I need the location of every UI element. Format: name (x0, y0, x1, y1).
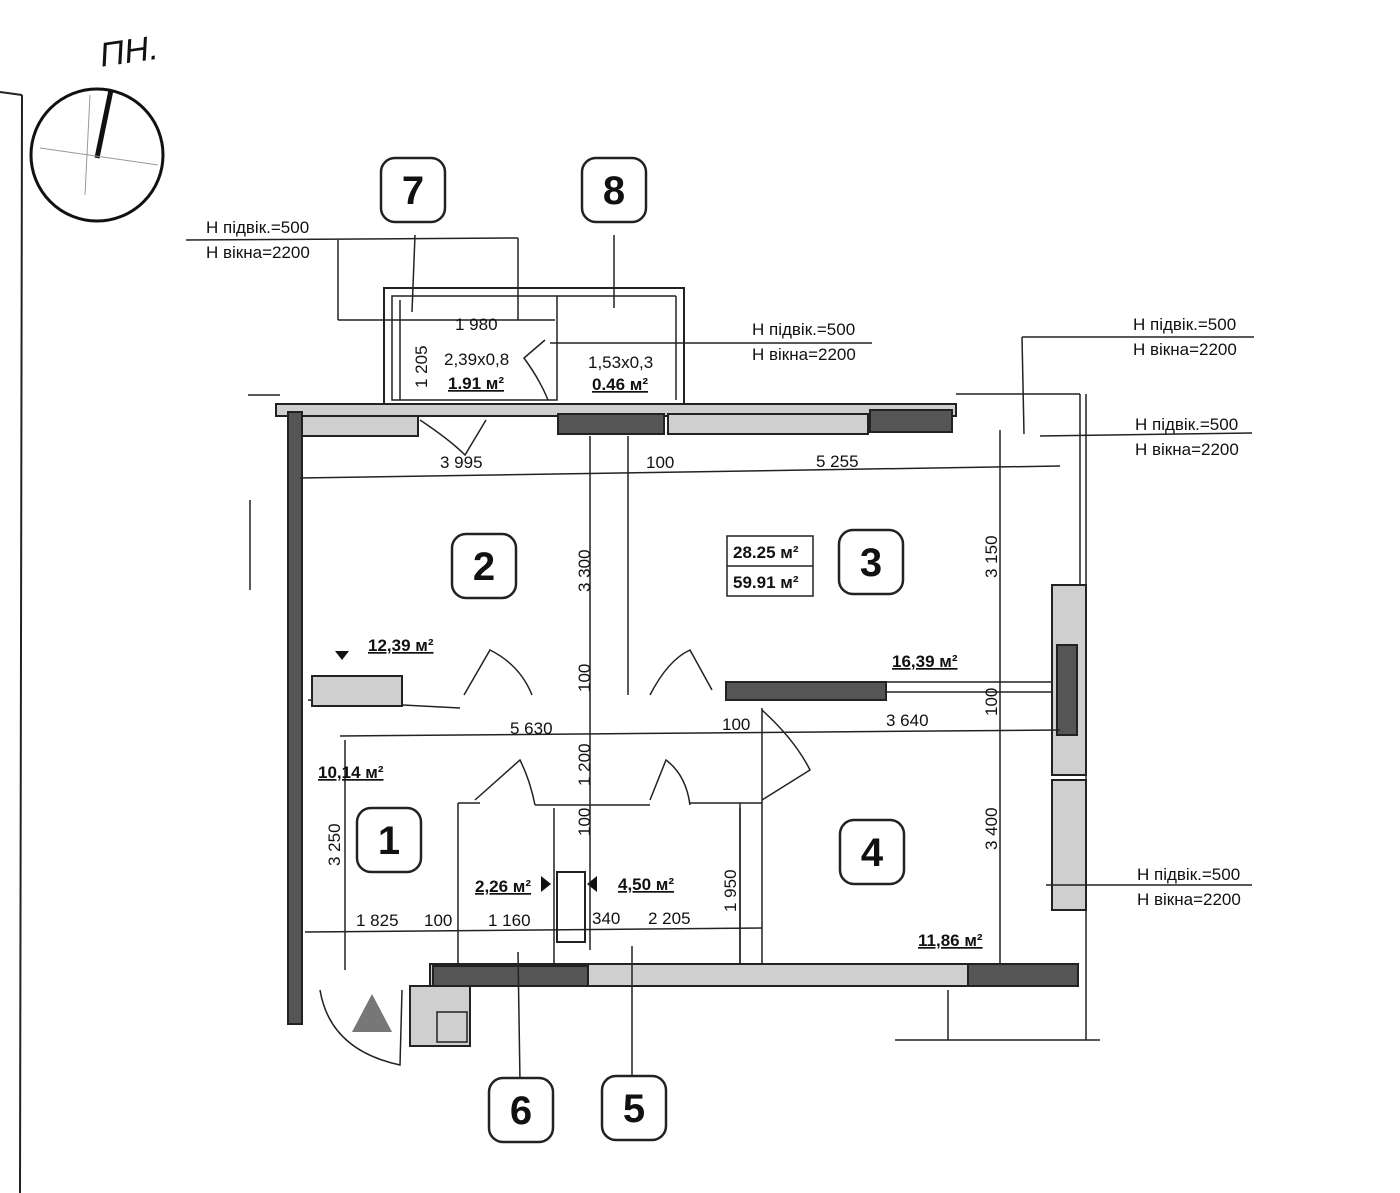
dim-1160: 1 160 (488, 911, 531, 930)
note-leaders (185, 234, 1254, 1083)
interior-walls (307, 436, 1052, 1043)
sill-height-label: Н підвік.=500 (752, 320, 855, 339)
room-number: 5 (623, 1087, 645, 1131)
sill-height-label: Н підвік.=500 (206, 218, 309, 237)
dim-3150: 3 150 (982, 535, 1001, 578)
totals-box: 28.25 м² 59.91 м² (726, 535, 814, 597)
window-note-4: Н підвік.=500 Н вікна=2200 (1135, 415, 1239, 459)
dim-340: 340 (592, 909, 620, 928)
room-badge-2: 2 (450, 532, 518, 600)
dim-100: 100 (722, 715, 750, 734)
sill-height-label: Н підвік.=500 (1137, 865, 1240, 884)
sill-height-label: Н підвік.=500 (1135, 415, 1238, 434)
room-badge-4: 4 (838, 818, 906, 886)
apartment-area-total: 59.91 м² (733, 573, 799, 592)
dim-1950: 1 950 (721, 869, 740, 912)
compass-label: ПН. (97, 29, 160, 75)
window-height-label: Н вікна=2200 (1135, 440, 1239, 459)
dim-100: 100 (575, 664, 594, 692)
room-number: 8 (603, 169, 625, 213)
room-badge-1: 1 (355, 806, 423, 874)
room-badge-7: 7 (379, 156, 447, 224)
room-badge-8: 8 (580, 156, 648, 224)
dim-3300: 3 300 (575, 549, 594, 592)
door-swings (319, 339, 811, 1066)
room-badge-3: 3 (837, 528, 905, 596)
room-number: 3 (860, 541, 882, 585)
dim-5630: 5 630 (510, 719, 553, 738)
window-note-2: Н підвік.=500 Н вікна=2200 (752, 320, 856, 364)
room-number: 1 (378, 819, 400, 863)
sheet-border-left (19, 94, 23, 1193)
dim-3995: 3 995 (440, 453, 483, 472)
room-number: 4 (861, 831, 884, 875)
living-area-total: 28.25 м² (733, 543, 799, 562)
room-badge-5: 5 (600, 1074, 668, 1142)
room-3-area: 16,39 м² (892, 652, 958, 671)
window-note-1: Н підвік.=500 Н вікна=2200 (206, 218, 310, 262)
room-number: 2 (473, 545, 495, 589)
dim-3250: 3 250 (325, 823, 344, 866)
window-height-label: Н вікна=2200 (752, 345, 856, 364)
room-2-area: 12,39 м² (368, 636, 434, 655)
dim-1205: 1 205 (412, 345, 431, 388)
room-number: 6 (510, 1089, 532, 1133)
window-note-3: Н підвік.=500 Н вікна=2200 (1133, 315, 1237, 359)
exterior-walls (248, 393, 1100, 1047)
room-7-size: 2,39х0,8 (444, 350, 509, 369)
dim-3400: 3 400 (982, 807, 1001, 850)
dim-100: 100 (646, 453, 674, 472)
north-compass: ПН. (29, 29, 165, 223)
window-height-label: Н вікна=2200 (1133, 340, 1237, 359)
window-height-label: Н вікна=2200 (206, 243, 310, 262)
room-1-area: 10,14 м² (318, 763, 384, 782)
dimension-lines (299, 300, 1061, 970)
dim-2205: 2 205 (648, 909, 691, 928)
dim-100: 100 (982, 688, 1001, 716)
dim-3640: 3 640 (886, 711, 929, 730)
room-8-area: 0.46 м² (592, 375, 648, 394)
dim-5255: 5 255 (816, 452, 859, 471)
dim-1825: 1 825 (356, 911, 399, 930)
room-number: 7 (402, 169, 424, 213)
room-4-area: 11,86 м² (918, 931, 983, 950)
room-badge-6: 6 (487, 1076, 555, 1144)
dim-100: 100 (575, 808, 594, 836)
window-height-label: Н вікна=2200 (1137, 890, 1241, 909)
room-8-size: 1,53х0,3 (588, 353, 653, 372)
sill-height-label: Н підвік.=500 (1133, 315, 1236, 334)
dim-1200: 1 200 (575, 743, 594, 786)
dim-100: 100 (424, 911, 452, 930)
sheet-border-top (0, 91, 23, 96)
window-note-5: Н підвік.=500 Н вікна=2200 (1137, 865, 1241, 909)
room-areas: 12,39 м² 16,39 м² 10,14 м² 2,26 м² 4,50 … (318, 350, 983, 950)
room-7-area: 1.91 м² (448, 374, 504, 393)
dim-1980: 1 980 (455, 315, 498, 334)
room-6-area: 2,26 м² (475, 877, 531, 896)
dimension-labels: 1 980 1 205 3 995 100 5 255 3 300 3 150 … (325, 315, 1001, 930)
room-5-area: 4,50 м² (618, 875, 674, 894)
